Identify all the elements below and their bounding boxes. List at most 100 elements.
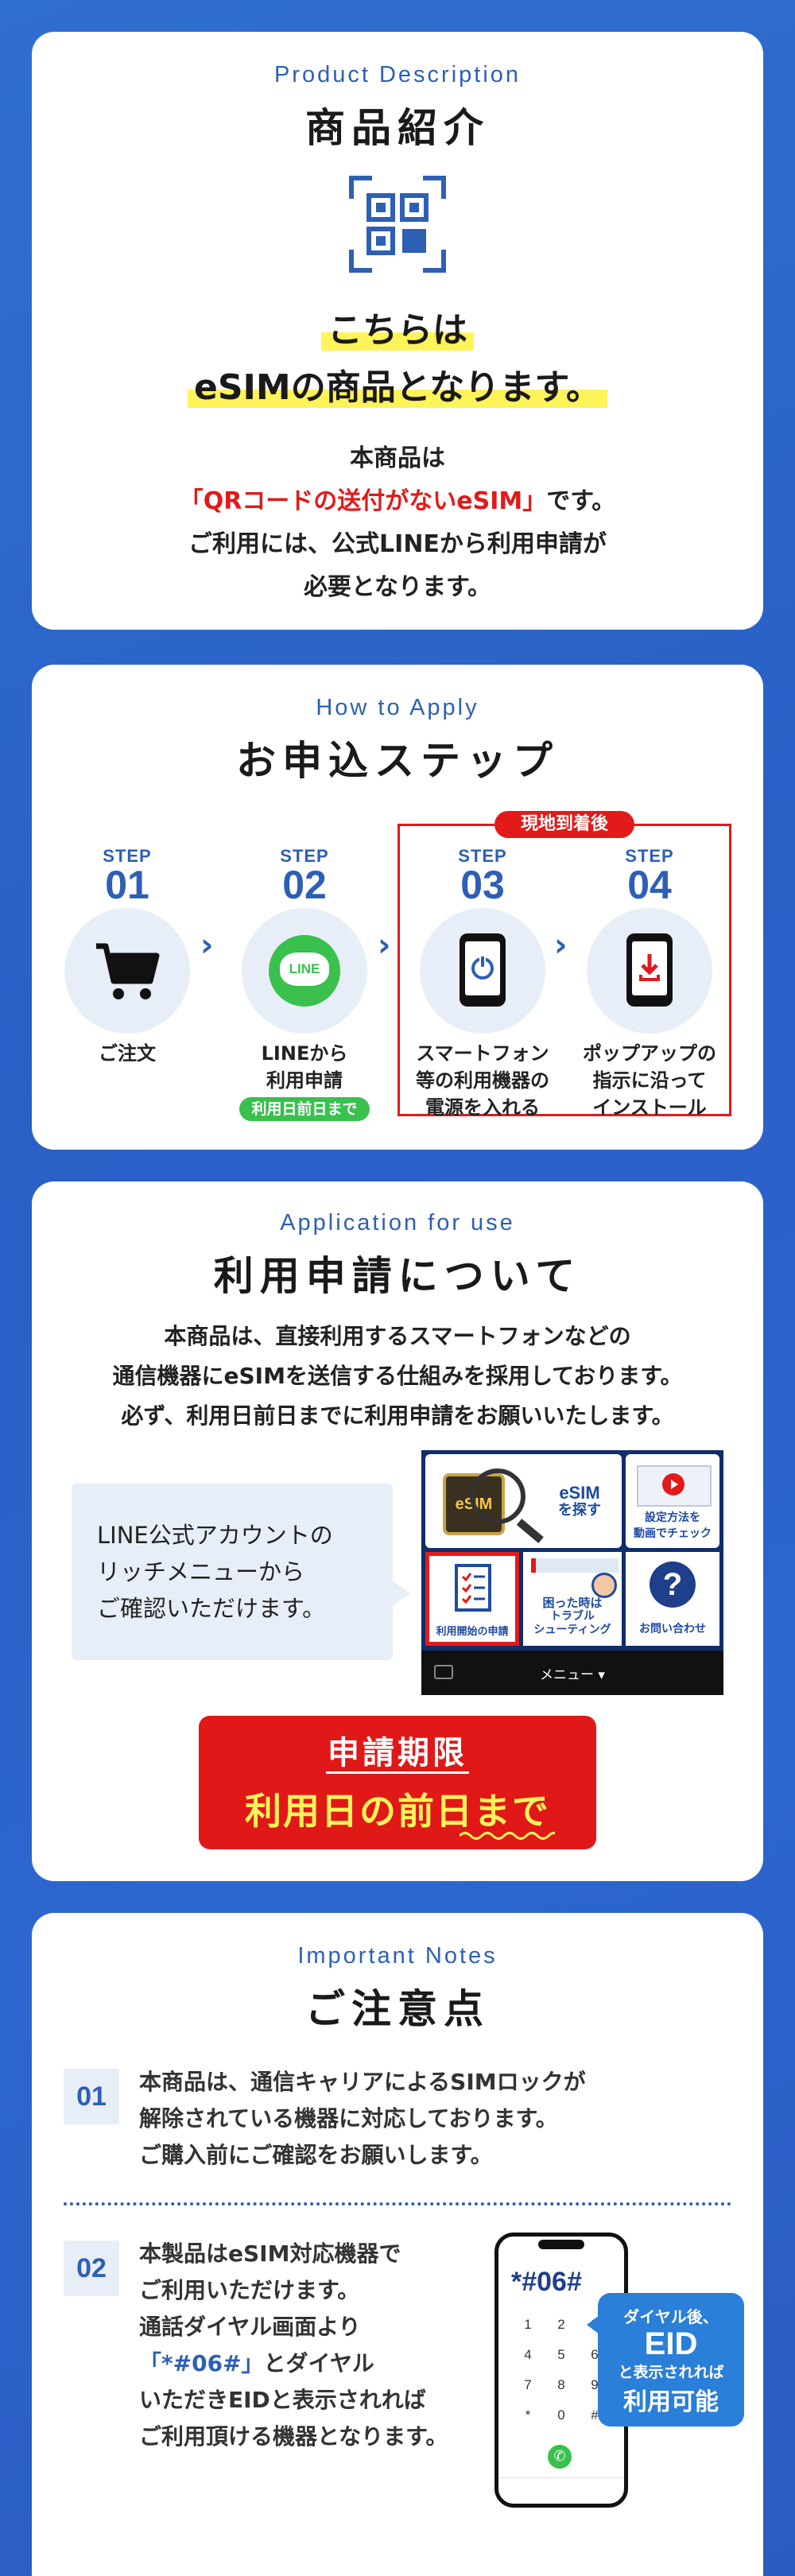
usage-card: Application for use 利用申請について 本商品は、直接利用する… [32, 1181, 763, 1881]
cart-icon [96, 943, 160, 999]
step-02-caption-2: 利用申請 [266, 1069, 343, 1092]
menu-troubleshooting[interactable]: 困った時は トラブル シューティング [523, 1552, 622, 1646]
usage-text-2: 通信機器にeSIMを送信する仕組みを採用しております。 [112, 1363, 683, 1389]
rich-menu: eSIM eSIM を探す 設定方法を 動画でチェック 利 [421, 1450, 723, 1695]
notes-eyebrow: Important Notes [297, 1943, 498, 1969]
product-card: Product Description 商品紹介 こちらは eSIMの商品となり… [32, 32, 763, 630]
usage-text-3: 必ず、利用日前日までに利用申請をお願いいたします。 [121, 1402, 674, 1429]
keypad-key: # [591, 2407, 599, 2423]
usage-title: 利用申請について [213, 1253, 582, 1299]
menu-start-application[interactable]: 利用開始の申請 [425, 1552, 519, 1646]
product-eyebrow: Product Description [273, 62, 522, 87]
keyboard-icon[interactable] [434, 1665, 453, 1679]
speech-bubble: LINE公式アカウントの リッチメニューから ご確認いただけます。 [72, 1484, 410, 1660]
keypad-key: 9 [591, 2377, 599, 2392]
step-02: STEP 02 LINE LINEから 利用申請 利用日前日まで [237, 846, 372, 1121]
step-02-number: 02 [282, 863, 327, 907]
bubble-line-2: リッチメニューから [97, 1558, 305, 1585]
qr-icon [348, 175, 447, 274]
menu-esim-search[interactable]: eSIM eSIM を探す [425, 1454, 622, 1548]
note-02-code-rest: とダイヤル [263, 2350, 374, 2376]
notes-title: ご注意点 [305, 1986, 490, 2032]
magnifier-icon [470, 1468, 525, 1524]
call-icon: ✆ [548, 2445, 572, 2469]
line-icon: LINE [269, 935, 340, 1007]
menu-video-label-1: 設定方法を [645, 1511, 700, 1524]
keypad-key: 2 [557, 2317, 565, 2332]
usage-eyebrow: Application for use [280, 1210, 515, 1236]
onsite-label: 現地到着後 [494, 811, 634, 838]
step-03-caption-2: 等の利用機器の [416, 1069, 549, 1092]
step-02-circle: LINE [242, 908, 367, 1034]
step-01: STEP 01 ご注文 [60, 846, 195, 1067]
deadline-box: 申請期限 利用日の前日まで [199, 1716, 596, 1849]
bubble-line-3: ご確認いただけます。 [97, 1595, 326, 1622]
step-03-circle [420, 908, 545, 1034]
keypad-key: 4 [524, 2347, 532, 2362]
phone-dial-code: *#06# [511, 2267, 582, 2297]
note-01: 本商品は、通信キャリアによるSIMロックが 解除されている機器に対応しております… [139, 2064, 586, 2174]
step-04-label: STEP [625, 846, 674, 866]
step-04-caption-2: 指示に沿って [592, 1069, 707, 1092]
apply-eyebrow: How to Apply [316, 695, 479, 720]
menu-footer-label[interactable]: メニュー ▾ [540, 1667, 605, 1683]
step-04-caption-3: インストール [592, 1096, 707, 1119]
keypad-key: * [525, 2407, 531, 2423]
menu-contact[interactable]: ? お問い合わせ [626, 1552, 719, 1646]
note-02-line-5: いただきEIDと表示されれば [139, 2387, 426, 2413]
step-04-circle [587, 908, 712, 1034]
note-01-badge: 01 [64, 2069, 119, 2124]
step-02-label: STEP [280, 846, 329, 866]
product-line-2-red: 「QRコードの送付がないeSIM」 [179, 487, 547, 515]
highlight-line-2: eSIMの商品となります。 [188, 367, 607, 408]
play-icon [662, 1473, 684, 1496]
menu-trouble-label-3: シューティング [533, 1624, 611, 1636]
phone-download-icon [626, 933, 673, 1007]
callout-line-3: と表示されれば [618, 2364, 724, 2381]
step-01-number: 01 [105, 863, 149, 907]
note-02: 本製品はeSIM対応機器で ご利用いただけます。 通話ダイヤル画面より 「*#0… [139, 2236, 448, 2455]
step-04: STEP 04 ポップアップの 指示に沿って インストール [582, 846, 717, 1121]
keypad-key: 7 [524, 2377, 532, 2392]
product-line-3: ご利用には、公式LINEから利用申請が [188, 530, 607, 558]
menu-footer: メニュー ▾ [421, 1651, 723, 1695]
keypad-key: 8 [557, 2377, 565, 2392]
usage-text-1: 本商品は、直接利用するスマートフォンなどの [164, 1323, 631, 1349]
menu-video-label-2: 動画でチェック [634, 1527, 712, 1540]
highlight-line-1: こちらは [321, 310, 474, 351]
menu-trouble-label-2: トラブル [550, 1610, 595, 1623]
deadline-pill: 利用日前日まで [239, 1097, 370, 1121]
menu-video[interactable]: 設定方法を 動画でチェック [626, 1454, 719, 1548]
step-03-caption-1: スマートフォン [416, 1042, 549, 1065]
menu-start-label: 利用開始の申請 [436, 1626, 509, 1638]
deadline-title: 申請期限 [328, 1735, 467, 1771]
step-03-label: STEP [458, 846, 507, 866]
keypad-key: 5 [557, 2347, 565, 2362]
menu-esim-label-1: eSIM [559, 1483, 600, 1503]
callout-line-1: ダイヤル後、 [623, 2307, 719, 2326]
note-02-code: 「*#06#」 [139, 2350, 264, 2376]
dotted-divider [64, 2202, 731, 2206]
apply-card: How to Apply お申込ステップ 現地到着後 STEP 01 ご注文 ›… [32, 665, 763, 1150]
product-title: 商品紹介 [305, 105, 490, 151]
menu-contact-label: お問い合わせ [639, 1623, 706, 1635]
note-02-badge: 02 [64, 2240, 119, 2296]
step-01-label: STEP [103, 846, 152, 866]
callout-line-2: EID [644, 2326, 698, 2361]
note-02-line-6: ご利用頂ける機器となります。 [139, 2423, 448, 2450]
step-04-caption-1: ポップアップの [583, 1042, 716, 1065]
step-04-number: 04 [627, 863, 672, 907]
step-02-caption-1: LINEから [261, 1042, 348, 1065]
apply-title: お申込ステップ [236, 738, 559, 784]
note-01-line-2: 解除されている機器に対応しております。 [139, 2105, 558, 2132]
product-line-4: 必要となります。 [303, 573, 492, 601]
bubble-line-1: LINE公式アカウントの [97, 1522, 333, 1549]
chevron-right-icon: › [554, 927, 568, 964]
keypad-key: 0 [557, 2407, 565, 2423]
keypad-key: 6 [591, 2347, 599, 2362]
line-logo-text: LINE [289, 961, 320, 976]
step-03-caption-3: 電源を入れる [425, 1096, 540, 1119]
phone-power-icon [460, 933, 506, 1007]
menu-esim-label-2: を探す [558, 1502, 601, 1519]
deadline-value: 利用日の前日まで [245, 1790, 550, 1833]
